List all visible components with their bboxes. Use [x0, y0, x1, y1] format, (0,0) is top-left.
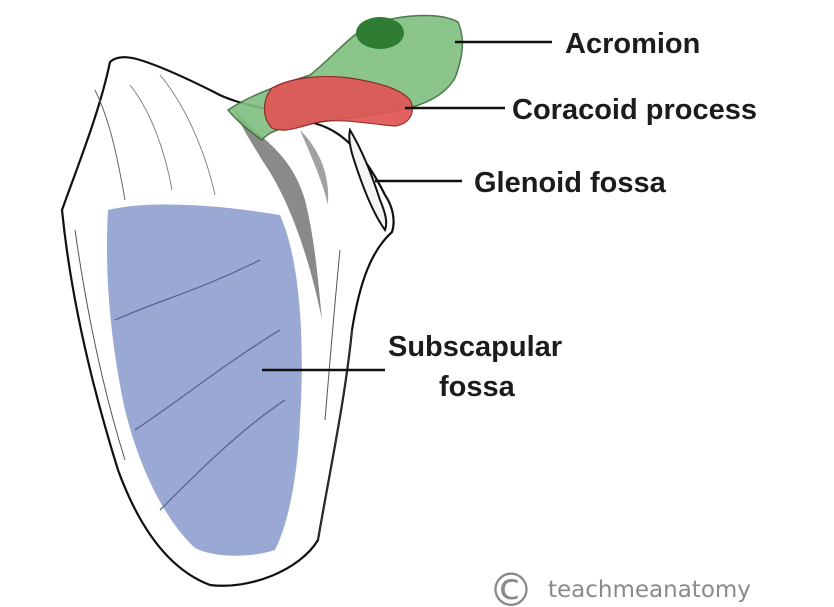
coracoid-process [263, 75, 413, 131]
acromion-label: Acromion [565, 28, 700, 60]
subscapular-label-line1: Subscapular [388, 331, 562, 363]
glenoid-fossa-label: Glenoid fossa [474, 167, 667, 199]
watermark: © teachmeanatomy [488, 563, 751, 607]
subscapular-fossa-ridges [114, 259, 286, 511]
copyright-icon: © [488, 563, 534, 607]
glenoid-fossa [348, 127, 388, 233]
watermark-text: teachmeanatomy [548, 577, 751, 603]
acromion-tip [356, 17, 404, 49]
subscapular-label-line2: fossa [439, 371, 516, 403]
coracoid-process-label: Coracoid process [512, 94, 757, 126]
